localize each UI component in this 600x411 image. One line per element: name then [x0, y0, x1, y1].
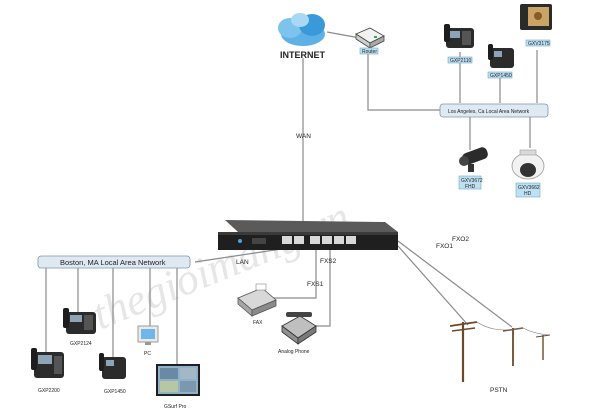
fxo2-label: FXO2 — [452, 236, 469, 243]
gxv3662-tag — [515, 182, 541, 198]
lan-label: LAN — [236, 259, 249, 266]
gxv3672-camera-icon — [459, 147, 488, 172]
gsurf-pro-icon — [156, 364, 200, 396]
analog-phone-label: Analog Phone — [278, 349, 310, 355]
analog-phone-icon — [281, 312, 317, 345]
fax-machine-icon — [237, 283, 277, 317]
gxp1450-la-phone-icon — [488, 44, 514, 68]
gxv3672-label: GXV3672 — [461, 178, 483, 184]
la-network-bar — [439, 103, 549, 118]
fxs2-link — [312, 247, 331, 327]
boston-network-bar — [37, 255, 191, 269]
fxs1-link — [270, 247, 317, 299]
fax-label: FAX — [253, 320, 263, 326]
router-tag — [359, 47, 379, 55]
fxs2-label: FXS2 — [320, 258, 337, 265]
internet-label: INTERNET — [280, 50, 326, 60]
router-label: Router — [362, 49, 377, 55]
gxp2124-phone-icon — [63, 308, 96, 334]
router-icon — [355, 27, 385, 49]
fxo1-link — [397, 245, 469, 326]
fxs-port-1 — [310, 236, 320, 244]
router-la-link — [367, 50, 440, 111]
fxs1-label: FXS1 — [307, 281, 324, 288]
gxp2200-phone-icon — [31, 348, 64, 378]
gxp1450-la-label: GXP1450 — [490, 73, 512, 79]
gateway-device-icon — [218, 220, 398, 250]
internet-cloud-icon — [278, 13, 325, 46]
fxo2-link — [397, 240, 513, 328]
gxp2200-label: GXP2200 — [38, 388, 60, 394]
gxv3662-sub: HD — [524, 191, 532, 197]
fxo-port-2 — [346, 236, 356, 244]
fxs-port-2 — [322, 236, 332, 244]
boston-network-label: Boston, MA Local Area Network — [60, 258, 166, 267]
gxv3662-camera-icon — [511, 149, 545, 180]
lan-port-1 — [282, 236, 292, 244]
pc-label: PC — [144, 351, 151, 357]
fxo1-label: FXO1 — [436, 243, 453, 250]
gxp2110-label: GXP2110 — [450, 58, 472, 64]
pstn-label: PSTN — [490, 387, 508, 394]
gxp2110-tag — [447, 56, 473, 64]
pc-icon — [137, 325, 159, 345]
lan-port-2 — [294, 236, 304, 244]
gxp1450-la-tag — [487, 71, 513, 79]
wan-label: WAN — [296, 133, 311, 140]
connection-lines — [45, 31, 538, 364]
internet-router-link — [326, 31, 361, 39]
gxp2124-label: GXP2124 — [70, 341, 92, 347]
lan-link — [194, 247, 289, 263]
pstn-poles-icon — [449, 321, 551, 382]
gxv3175-label: GXV3175 — [528, 41, 550, 47]
gxv3175-videophone-icon — [520, 4, 552, 30]
gxp1450-boston-label: GXP1450 — [104, 389, 126, 395]
gxv3662-label: GXV3662 — [518, 185, 540, 191]
fxo-port-1 — [334, 236, 344, 244]
gxv3175-tag — [525, 39, 551, 47]
gxp1450-boston-phone-icon — [99, 353, 126, 379]
la-network-label: Los Angeles, Ca Local Area Network — [448, 109, 530, 115]
gsurf-pro-label: GSurf Pro — [164, 404, 186, 410]
gxv3672-sub: FHD — [465, 184, 476, 190]
gxp2110-phone-icon — [444, 24, 474, 48]
gxv3672-tag — [458, 175, 482, 190]
